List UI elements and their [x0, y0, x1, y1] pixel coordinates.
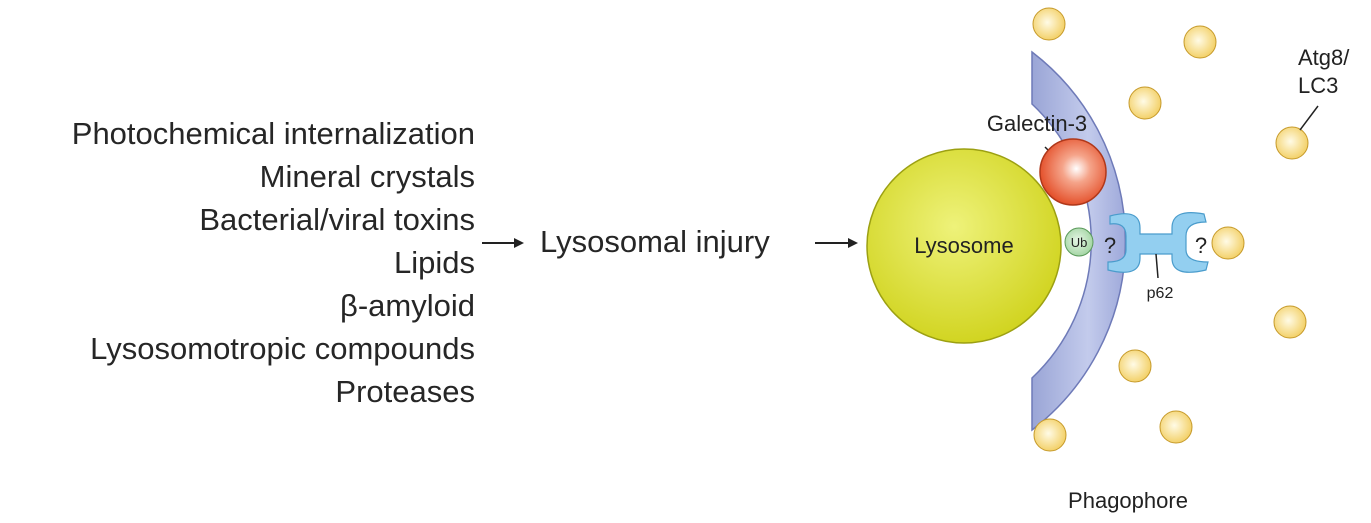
galectin-3 — [1040, 139, 1106, 205]
lysosome-label: Lysosome — [914, 233, 1013, 258]
p62-leader-line — [1156, 254, 1158, 278]
arrow-icon — [815, 238, 858, 248]
question-mark-left: ? — [1104, 233, 1116, 258]
p62-label: p62 — [1147, 285, 1174, 302]
ub-label: Ub — [1071, 235, 1088, 250]
atg8-leader-line — [1300, 106, 1318, 130]
galectin-label: Galectin-3 — [987, 111, 1087, 136]
atg8-label: Atg8/ — [1298, 45, 1350, 70]
question-mark-right: ? — [1195, 233, 1207, 258]
phagophore-label: Phagophore — [1068, 488, 1188, 513]
arrow-icon — [482, 238, 524, 248]
lc3-label: LC3 — [1298, 73, 1338, 98]
